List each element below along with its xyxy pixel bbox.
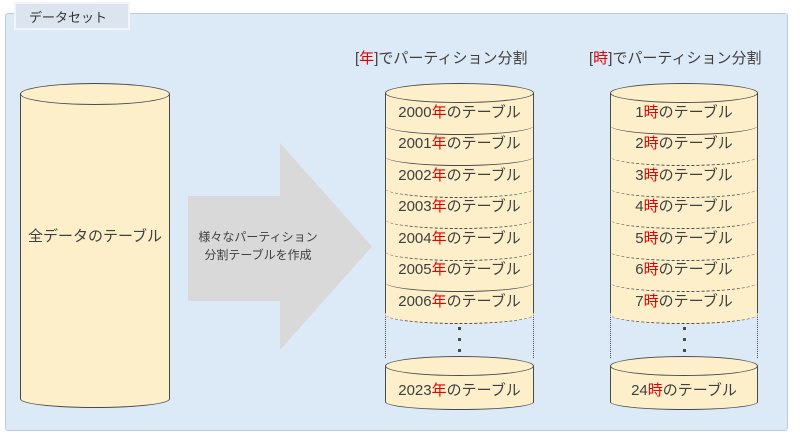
partition-row: 7時のテーブル xyxy=(635,293,733,310)
partition-row: 2000年のテーブル xyxy=(398,104,521,121)
arrow-caption-line1: 様々なパーティション xyxy=(198,230,318,244)
segment-divider xyxy=(610,242,758,261)
segment-divider xyxy=(385,273,534,292)
arrow-caption: 様々なパーティション 分割テーブルを作成 xyxy=(190,229,326,264)
partition-row: 24時のテーブル xyxy=(631,382,737,399)
cylinder-top-ellipse xyxy=(20,83,170,105)
source-cylinder: 全データのテーブル xyxy=(20,83,170,408)
partition-row: 2005年のテーブル xyxy=(398,261,521,278)
hour-last-cylinder: 24時のテーブル xyxy=(610,356,758,410)
year-partition-header: [年]でパーティション分割 xyxy=(355,47,527,68)
bracket-open: [ xyxy=(355,50,360,67)
partition-row: 2003年のテーブル xyxy=(398,198,521,215)
stack-top-ellipse xyxy=(610,83,758,103)
segment-bottom-arc xyxy=(385,305,534,324)
partition-row: 2006年のテーブル xyxy=(398,293,521,310)
segment-divider xyxy=(385,179,534,198)
hour-key: 時 xyxy=(593,50,609,67)
cylinder-body xyxy=(20,94,170,399)
hour-partition-stack: 1時のテーブル 2時のテーブル 3時のテーブル 4時のテーブル 5時のテーブル … xyxy=(610,83,758,410)
hour-partition-header: [時]でパーティション分割 xyxy=(589,47,761,68)
segment-divider xyxy=(610,273,758,292)
partition-row: 6時のテーブル xyxy=(635,261,733,278)
continuation-gap xyxy=(385,314,534,358)
segment-divider xyxy=(610,147,758,166)
ellipsis-dots xyxy=(610,327,758,352)
partition-row: 2002年のテーブル xyxy=(398,167,521,184)
arrow-caption-line2: 分割テーブルを作成 xyxy=(204,247,312,262)
partition-row: 3時のテーブル xyxy=(635,167,733,184)
segment-divider xyxy=(385,116,534,135)
segment-divider xyxy=(610,179,758,198)
segment-divider xyxy=(385,242,534,261)
year-partition-stack: 2000年のテーブル 2001年のテーブル 2002年のテーブル 2003年のテ… xyxy=(385,83,534,410)
cylinder-top-ellipse xyxy=(385,356,534,376)
partition-row: 2004年のテーブル xyxy=(398,230,521,247)
year-key: 年 xyxy=(359,50,375,67)
continuation-gap xyxy=(610,314,758,358)
segment-divider xyxy=(610,210,758,229)
year-last-cylinder: 2023年のテーブル xyxy=(385,356,534,410)
segment-divider xyxy=(610,116,758,135)
ellipsis-dots xyxy=(385,327,534,352)
partition-row: 2001年のテーブル xyxy=(398,135,521,152)
source-cylinder-label: 全データのテーブル xyxy=(27,228,163,245)
partition-row: 1時のテーブル xyxy=(635,104,733,121)
dataset-label-text: データセット xyxy=(29,9,108,25)
partition-row: 2023年のテーブル xyxy=(398,382,521,399)
header-rest: ]でパーティション分割 xyxy=(374,50,528,67)
header-rest: ]でパーティション分割 xyxy=(608,50,762,67)
bracket-open: [ xyxy=(589,50,594,67)
partition-row: 5時のテーブル xyxy=(635,230,733,247)
segment-divider xyxy=(385,210,534,229)
cylinder-top-ellipse xyxy=(610,356,758,376)
partition-row: 2時のテーブル xyxy=(635,135,733,152)
dataset-label-box: データセット xyxy=(14,2,130,30)
stack-top-ellipse xyxy=(385,83,534,103)
segment-divider xyxy=(385,147,534,166)
partition-row: 4時のテーブル xyxy=(635,198,733,215)
segment-bottom-arc xyxy=(610,305,758,324)
